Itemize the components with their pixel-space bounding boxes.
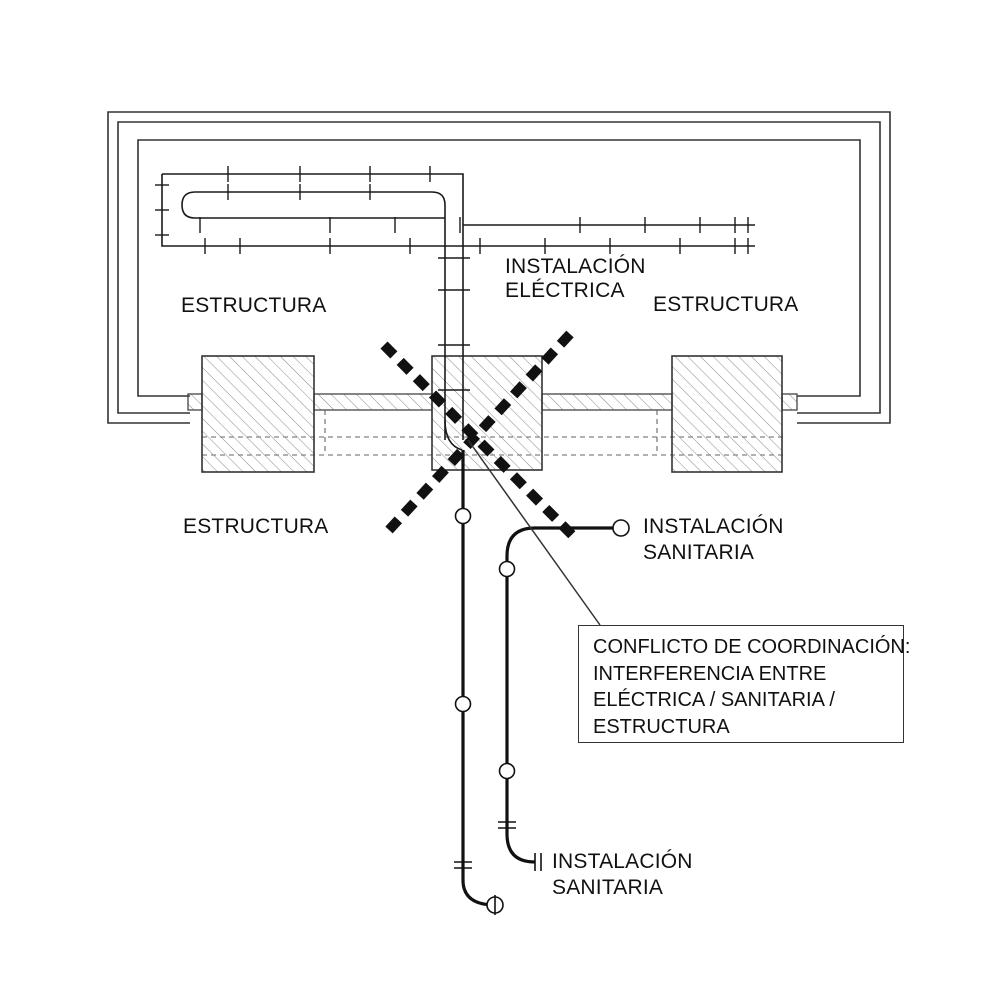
callout-leader: [467, 439, 601, 626]
sanitary-fittings: [454, 507, 630, 915]
sanitary-joint-marks: [454, 821, 542, 871]
electrical-conduit: [161, 173, 755, 451]
callout-line: ESTRUCTURA: [593, 715, 730, 738]
callout-line: INTERFERENCIA ENTRE: [593, 662, 827, 685]
callout-line: ELÉCTRICA / SANITARIA /: [593, 689, 835, 711]
label-estructura-top-right: ESTRUCTURA: [653, 293, 799, 316]
label-instalacion-sanitaria-bottom: INSTALACIÓN SANITARIA: [552, 850, 699, 899]
label-estructura-bottom-left: ESTRUCTURA: [183, 515, 329, 538]
callout-line: CONFLICTO DE COORDINACIÓN:: [593, 636, 911, 658]
sanitary-pipe-branch: [505, 526, 621, 864]
label-instalacion-sanitaria-right: INSTALACIÓN SANITARIA: [643, 515, 790, 564]
label-estructura-top-left: ESTRUCTURA: [181, 294, 327, 317]
label-instalacion-electrica: INSTALACIÓN ELÉCTRICA: [505, 255, 652, 302]
building-outline: [107, 111, 891, 424]
electrical-ticks: [155, 166, 749, 391]
column: [201, 355, 783, 473]
conflict-callout: CONFLICTO DE COORDINACIÓN: INTERFERENCIA…: [578, 625, 911, 743]
